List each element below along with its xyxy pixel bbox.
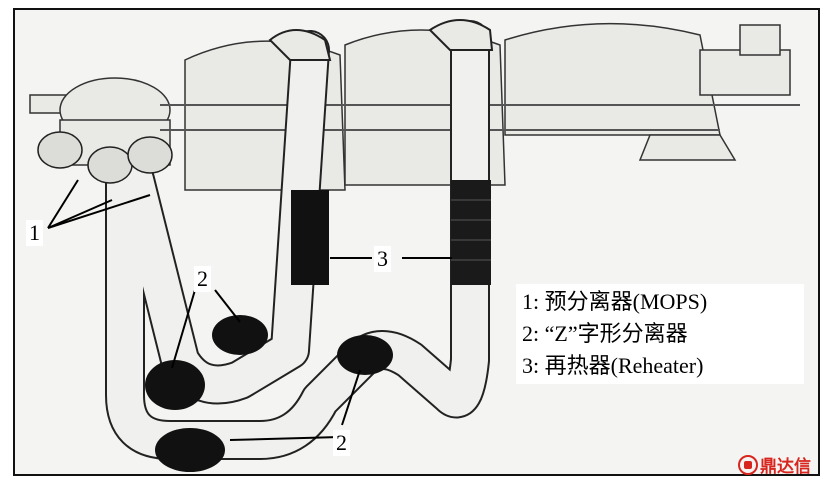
watermark-logo-icon — [738, 454, 758, 475]
legend-item-z-separator: 2: “Z”字形分离器 — [522, 321, 688, 346]
callout-reheater: 3 — [374, 246, 391, 272]
callout-mops: 1 — [26, 220, 43, 246]
reheater-left — [291, 190, 329, 285]
legend-item-mops: 1: 预分离器(MOPS) — [522, 289, 708, 314]
z-separator-1 — [145, 360, 205, 410]
legend-item-reheater: 3: 再热器(Reheater) — [522, 353, 704, 378]
z-separator-4 — [337, 335, 393, 375]
reheater-right — [451, 180, 491, 285]
lp-turbine-casing-2 — [504, 22, 721, 136]
reheater-right-stripes — [451, 199, 491, 261]
z-separators — [145, 315, 393, 472]
callout-z-separator-lower: 2 — [333, 430, 350, 456]
z-separator-2 — [212, 315, 268, 355]
leader-lines — [47, 179, 452, 441]
callout-z-separator-upper: 2 — [194, 266, 211, 292]
watermark-text: 鼎达信 — [760, 457, 811, 477]
z-separator-3 — [155, 428, 225, 472]
legend: 1: 预分离器(MOPS) 2: “Z”字形分离器 3: 再热器(Reheate… — [516, 284, 804, 384]
exciter-box — [739, 24, 781, 56]
inlet-elbows — [268, 19, 494, 61]
exciter-housing — [699, 49, 791, 96]
mops-preseparators — [37, 131, 173, 184]
support-pedestal — [638, 134, 737, 161]
watermark: 鼎达信 — [738, 452, 811, 477]
